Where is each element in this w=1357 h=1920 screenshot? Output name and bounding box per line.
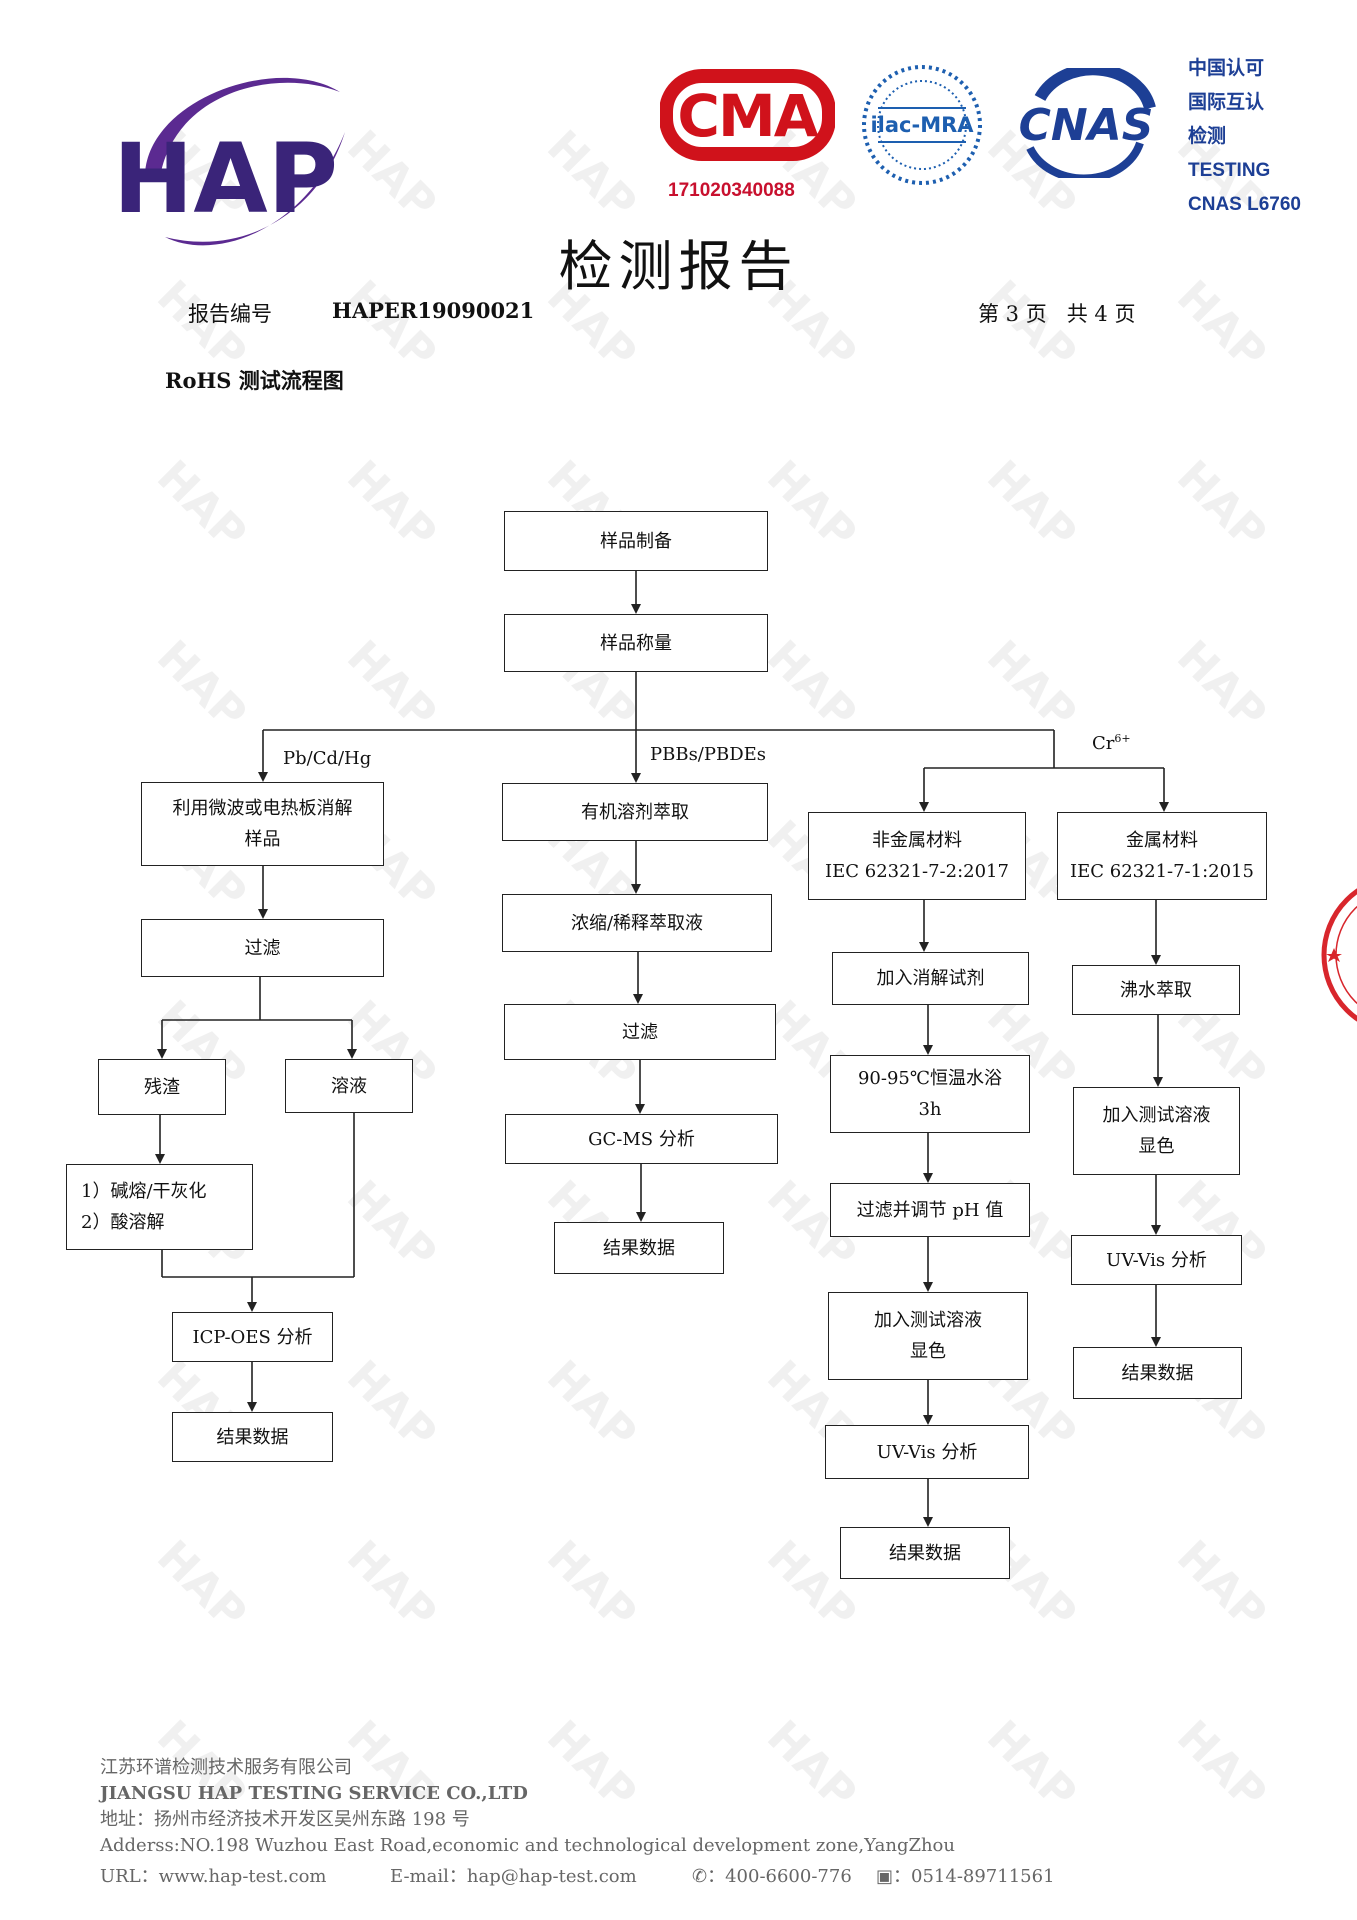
digestion-reagent-box: 加入消解试剂 bbox=[832, 952, 1029, 1005]
ilac-mra-logo: ilac-MRA bbox=[862, 65, 982, 185]
gc-ms-analysis-box: GC-MS 分析 bbox=[505, 1114, 778, 1164]
page-info: 第 3 页 共 4 页 bbox=[978, 302, 1136, 326]
accreditation-block: 中国认可 国际互认 检测 TESTING CNAS L6760 bbox=[1188, 52, 1301, 222]
nonmetal-uvvis-box: UV-Vis 分析 bbox=[825, 1425, 1029, 1479]
hap-logo: HAP bbox=[113, 77, 345, 246]
accreditation-line: 国际互认 bbox=[1188, 92, 1265, 113]
footer-block: 江苏环谱检测技术服务有限公司 JIANGSU HAP TESTING SERVI… bbox=[100, 1755, 955, 1859]
microwave-digestion-box: 利用微波或电热板消解样品 bbox=[141, 782, 384, 866]
cma-number: 171020340088 bbox=[668, 180, 795, 201]
email-link[interactable]: E-mail：hap@hap-test.com bbox=[390, 1866, 637, 1887]
phone-info: ✆：400-6600-776 bbox=[692, 1862, 852, 1888]
metal-result-box: 结果数据 bbox=[1073, 1347, 1242, 1399]
pb-result-box: 结果数据 bbox=[172, 1412, 333, 1462]
website-link[interactable]: URL：www.hap-test.com bbox=[100, 1866, 327, 1887]
metal-color-box: 加入测试溶液显色 bbox=[1073, 1087, 1240, 1175]
cma-logo: CMA bbox=[660, 69, 835, 161]
accreditation-line: 检测 bbox=[1188, 126, 1227, 147]
fax-icon: ▣ bbox=[876, 1866, 894, 1887]
report-number-label: 报告编号 bbox=[188, 302, 272, 326]
cma-text: CMA bbox=[677, 82, 818, 150]
branch-label-pbbs-pbdes: PBBs/PBDEs bbox=[650, 744, 767, 765]
concentrate-dilute-box: 浓缩/稀释萃取液 bbox=[502, 894, 772, 952]
fax-info: ▣：0514-89711561 bbox=[876, 1862, 1055, 1888]
address-en: Adderss:NO.198 Wuzhou East Road,economic… bbox=[100, 1835, 955, 1856]
residue-box: 残渣 bbox=[98, 1059, 226, 1115]
company-name-en: JIANGSU HAP TESTING SERVICE CO.,LTD bbox=[100, 1783, 528, 1804]
metal-uvvis-box: UV-Vis 分析 bbox=[1071, 1235, 1242, 1285]
icp-oes-analysis-box: ICP-OES 分析 bbox=[172, 1312, 333, 1362]
sample-preparation-box: 样品制备 bbox=[504, 511, 768, 571]
filter-adjust-ph-box: 过滤并调节 pH 值 bbox=[830, 1183, 1030, 1237]
pb-filter-box: 过滤 bbox=[141, 919, 384, 977]
company-name-cn: 江苏环谱检测技术服务有限公司 bbox=[100, 1757, 352, 1778]
accreditation-line: CNAS L6760 bbox=[1188, 194, 1301, 215]
document-title: 检测报告 bbox=[558, 235, 799, 298]
accreditation-line: TESTING bbox=[1188, 160, 1271, 181]
report-number: HAPER19090021 bbox=[332, 298, 535, 323]
solvent-extraction-box: 有机溶剂萃取 bbox=[502, 783, 768, 841]
cnas-text: CNAS bbox=[1019, 100, 1154, 151]
nonmetal-result-box: 结果数据 bbox=[840, 1527, 1010, 1579]
boiling-water-extraction-box: 沸水萃取 bbox=[1072, 965, 1240, 1015]
fax-number: ：0514-89711561 bbox=[893, 1866, 1055, 1887]
nonmetal-color-box: 加入测试溶液显色 bbox=[828, 1292, 1028, 1380]
branch-label-pb-cd-hg: Pb/Cd/Hg bbox=[283, 748, 372, 769]
branch-label-cr6: Cr6+ bbox=[1092, 732, 1131, 754]
accreditation-line: 中国认可 bbox=[1188, 58, 1265, 79]
section-title: RoHS 测试流程图 bbox=[165, 368, 344, 393]
pbb-result-box: 结果数据 bbox=[554, 1222, 724, 1274]
phone-number: ：400-6600-776 bbox=[707, 1866, 852, 1887]
logo-text: HAP bbox=[113, 123, 338, 235]
solution-box: 溶液 bbox=[285, 1059, 413, 1113]
address-cn: 地址：扬州市经济技术开发区吴州东路 198 号 bbox=[100, 1809, 470, 1830]
company-seal-stamp bbox=[1321, 888, 1357, 1022]
ilac-text: ilac-MRA bbox=[870, 113, 974, 137]
sample-weighing-box: 样品称量 bbox=[504, 614, 768, 672]
phone-icon: ✆ bbox=[692, 1866, 708, 1887]
pbb-filter-box: 过滤 bbox=[504, 1004, 776, 1060]
cnas-logo: CNAS bbox=[1019, 68, 1156, 178]
